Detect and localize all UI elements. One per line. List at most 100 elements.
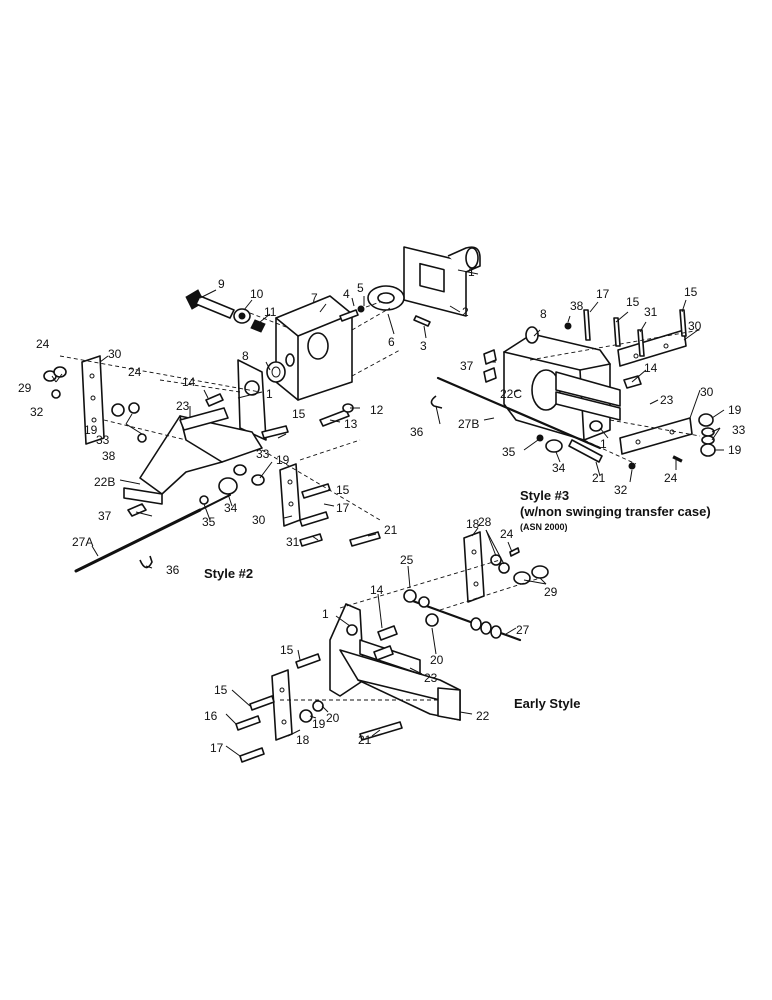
callout-18: 18 [296,733,310,747]
callout-24: 24 [128,365,142,379]
callout-15: 15 [280,643,294,657]
callout-32: 32 [30,405,44,419]
callout-33: 33 [256,447,270,461]
callout-17: 17 [210,741,224,755]
callout-21: 21 [358,733,372,747]
callout-21: 21 [384,523,398,537]
callout-14: 14 [182,375,196,389]
pin-part [413,315,431,327]
callout-14: 14 [644,361,658,375]
callout-19: 19 [728,403,742,417]
callout-38: 38 [570,299,584,313]
style2-rod-27a [74,494,231,573]
style3-sublabel: (w/non swinging transfer case) [520,504,711,519]
callout-30: 30 [700,385,714,399]
callout-leaders [51,269,725,757]
early-bracket-part [329,603,461,721]
callout-31: 31 [286,535,300,549]
callout-16: 16 [204,709,218,723]
callout-20: 20 [326,711,340,725]
callout-numbers: 1 2 3 4 5 6 7 8 9 10 11 12 13 14 15 33 1… [18,265,746,755]
callout-37: 37 [460,359,474,373]
callout-21: 21 [592,471,606,485]
bolt-4-part [339,305,365,322]
flange-plate-part [403,246,481,317]
style2-bracket-part [123,359,267,505]
callout-1: 1 [468,265,475,279]
callout-36: 36 [166,563,180,577]
callout-23: 23 [660,393,674,407]
callout-33: 33 [96,433,110,447]
callout-15: 15 [336,483,350,497]
callout-22: 22 [476,709,490,723]
callout-6: 6 [388,335,395,349]
early-small-parts [235,547,549,763]
callout-8: 8 [242,349,249,363]
callout-34: 34 [224,501,238,515]
callout-31: 31 [644,305,658,319]
callout-29: 29 [544,585,558,599]
callout-35: 35 [502,445,516,459]
callout-8: 8 [540,307,547,321]
style3-asn-label: (ASN 2000) [520,522,568,532]
housing-block-part [275,295,353,401]
callout-9: 9 [218,277,225,291]
callout-35: 35 [202,515,216,529]
callout-30: 30 [252,513,266,527]
callout-19: 19 [84,423,98,437]
style3-bracket-part [503,333,621,441]
callout-22c: 22C [500,387,522,401]
style3-washer-8 [525,326,539,344]
callout-3: 3 [420,339,427,353]
callout-18: 18 [466,517,480,531]
callout-27a: 27A [72,535,93,549]
callout-13: 13 [344,417,358,431]
early-rod-27 [408,598,522,642]
callout-14: 14 [370,583,384,597]
callout-15: 15 [214,683,228,697]
style2-small-parts [43,366,381,547]
callout-19: 19 [312,717,326,731]
callout-7: 7 [311,291,318,305]
dashed-leaders-early [280,559,541,701]
callout-36: 36 [410,425,424,439]
callout-2: 2 [462,305,469,319]
callout-30: 30 [688,319,702,333]
callout-28: 28 [478,515,492,529]
callout-34: 34 [552,461,566,475]
dashed-leaders-top [249,301,401,377]
bolt-9-part [185,289,235,319]
callout-19: 19 [728,443,742,457]
callout-23: 23 [176,399,190,413]
early-plate-18-right [463,531,485,603]
dashed-leaders-style2 [59,355,381,521]
bushing-11-part [250,319,266,333]
callout-24: 24 [36,337,50,351]
callout-24: 24 [500,527,514,541]
callout-17: 17 [336,501,350,515]
callout-4: 4 [343,287,350,301]
callout-30: 30 [108,347,122,361]
callout-11: 11 [264,305,277,319]
early-plate-18-left [271,669,293,741]
callout-38: 38 [102,449,116,463]
style2-plate-left [81,355,105,445]
callout-20: 20 [430,653,444,667]
yoke-part [367,285,405,311]
style3-label: Style #3 [520,488,569,503]
callout-33: 33 [732,423,746,437]
callout-19: 19 [276,453,290,467]
early-style-label: Early Style [514,696,581,711]
callout-1: 1 [322,607,329,621]
style2-clamp-23 [179,407,229,431]
callout-29: 29 [18,381,32,395]
callout-23: 23 [424,671,438,685]
callout-10: 10 [250,287,264,301]
callout-32: 32 [614,483,628,497]
callout-5: 5 [357,281,364,295]
callout-37: 37 [98,509,112,523]
callout-27: 27 [516,623,530,637]
style3-rod-27b [430,349,602,450]
callout-17: 17 [596,287,610,301]
